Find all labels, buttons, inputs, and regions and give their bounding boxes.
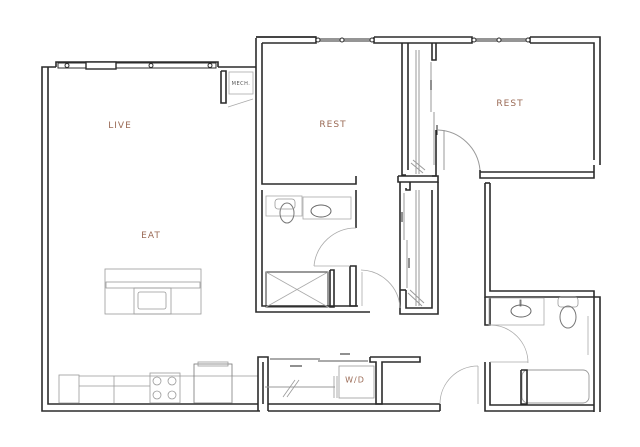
central-closets [397, 43, 439, 315]
sliding-arrows [401, 80, 438, 268]
laundry-area [257, 356, 479, 412]
window-living [57, 61, 217, 70]
room-label-rest-2: REST [496, 99, 524, 109]
room-label-live: LIVE [108, 121, 132, 131]
room-label-rest-1: REST [319, 120, 347, 130]
bath-2 [484, 296, 594, 412]
bath-1 [265, 195, 401, 309]
top-wall [256, 36, 601, 165]
room-label-eat: EAT [141, 231, 161, 241]
laundry-arrows [290, 353, 350, 367]
mech-closet [218, 66, 256, 108]
exterior-wall-living [41, 61, 260, 412]
closet-label-laundry: W/D [345, 375, 365, 385]
closet-sliding-doors [403, 50, 481, 307]
kitchen [58, 268, 258, 404]
windows-bedrooms [315, 37, 531, 43]
bedroom-1-walls [255, 36, 370, 313]
bedroom-2-walls [479, 165, 601, 412]
closet-label-mech: MECH. [231, 81, 251, 87]
